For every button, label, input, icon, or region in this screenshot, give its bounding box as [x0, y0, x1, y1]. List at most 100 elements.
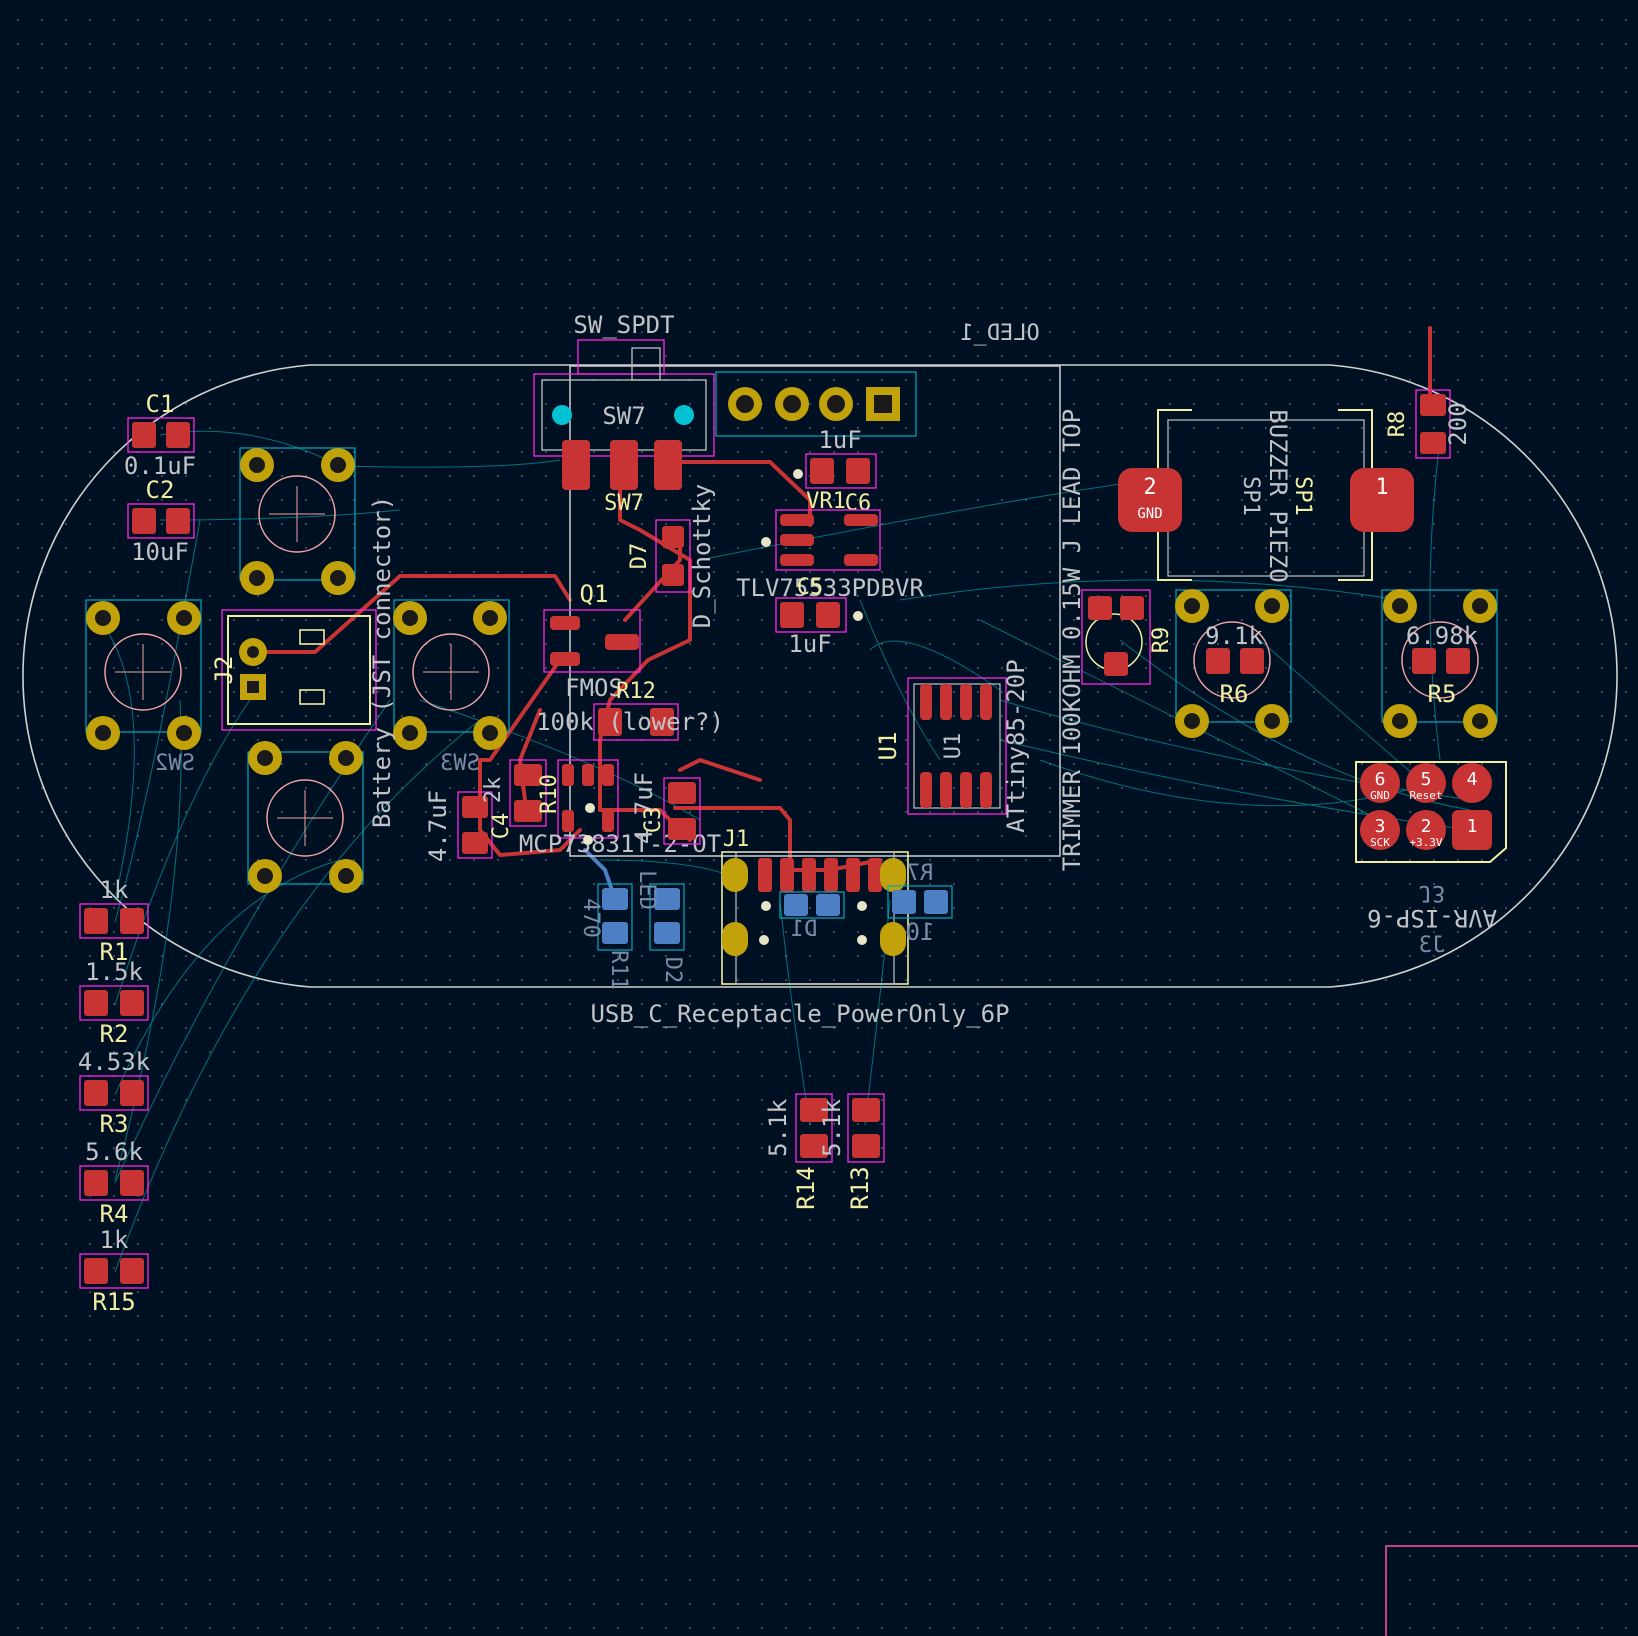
r3-value: 4.53k	[78, 1048, 151, 1076]
j2-footprint[interactable]	[221, 609, 377, 731]
r3-footprint[interactable]	[79, 1075, 149, 1111]
r4-value: 5.6k	[85, 1138, 143, 1166]
r4-footprint[interactable]	[79, 1165, 149, 1201]
j3-pin3-net: SCK	[1370, 836, 1390, 849]
j1-footprint[interactable]	[721, 851, 909, 985]
sp1-silk-ref: SP1	[1290, 476, 1315, 516]
j1-value: USB_C_Receptacle_PowerOnly_6P	[590, 1000, 1009, 1028]
d7-ref: D7	[627, 543, 652, 570]
j1-ref: J1	[723, 827, 750, 852]
c2-ref: C2	[146, 476, 175, 504]
j3-pin4: 4	[1467, 769, 1478, 790]
board-edge-outline	[22, 364, 1618, 988]
sp1-fab-ref: SP1	[1238, 476, 1263, 516]
r5-value: 6.98k	[1406, 622, 1479, 650]
r11-footprint[interactable]	[597, 883, 633, 951]
c5-footprint[interactable]	[775, 597, 847, 633]
r2-value: 1.5k	[85, 958, 143, 986]
r9-value: TRIMMER 100KOHM 0.15W J LEAD TOP	[1058, 409, 1086, 871]
u2-footprint[interactable]	[557, 759, 619, 839]
sp1-pad-2-net: GND	[1137, 506, 1162, 522]
r10-footprint[interactable]	[509, 759, 547, 827]
r14-footprint[interactable]	[795, 1093, 833, 1163]
c1-ref: C1	[146, 390, 175, 418]
page-frame-corner	[1385, 1545, 1638, 1636]
c6-value: 1uF	[818, 426, 861, 454]
r9-ref: R9	[1149, 627, 1174, 654]
sw7-fab-ref: SW7	[602, 402, 645, 430]
c5-value: 1uF	[788, 630, 831, 658]
c3-footprint[interactable]	[663, 777, 701, 845]
sp1-pad-1[interactable]: 1	[1350, 468, 1414, 532]
r11-back-value: 470	[578, 898, 603, 938]
sw3-back-ref: SW3	[440, 751, 480, 776]
r14-ref: R14	[792, 1166, 820, 1209]
c4-value: 4.7uF	[424, 790, 452, 862]
d2-back-value: LED	[634, 870, 659, 910]
j2-value: Battery (JST connector)	[368, 496, 396, 828]
c4-footprint[interactable]	[457, 791, 493, 859]
u1-footprint[interactable]	[907, 677, 1007, 815]
r6-value: 9.1k	[1205, 622, 1263, 650]
c2-value: 10uF	[131, 538, 189, 566]
r15-footprint[interactable]	[79, 1253, 149, 1289]
d1-back-ref: D1	[791, 917, 818, 942]
vr1-ref: VR1	[806, 489, 846, 514]
sw2-footprint[interactable]	[85, 599, 202, 750]
r7-footprint[interactable]	[887, 885, 953, 919]
vias	[583, 469, 867, 945]
c1-footprint[interactable]	[127, 417, 195, 453]
vr1-value: TLV75533PDBVR	[736, 574, 924, 602]
q1-footprint[interactable]	[543, 609, 641, 673]
j3-footprint[interactable]: 6 GND 5 Reset 4 3 SCK 2 +3.3V 1	[1355, 761, 1507, 863]
j3-pin3: 3	[1375, 816, 1386, 837]
sw4-footprint[interactable]	[247, 741, 364, 893]
u1-silk-ref: U1	[874, 732, 902, 761]
r12-footprint[interactable]	[593, 703, 679, 741]
d1-footprint[interactable]	[779, 891, 845, 919]
sp1-value: BUZZER PIEZO	[1264, 409, 1292, 582]
sw6-footprint[interactable]	[1175, 589, 1292, 738]
r7-back-ref: R7	[907, 861, 934, 886]
j2-ref: J2	[210, 656, 238, 685]
c6-footprint[interactable]	[805, 453, 877, 489]
j3-pin2-net: +3.3V	[1409, 836, 1442, 849]
r5-ref: R5	[1428, 680, 1457, 708]
j3-pin6-net: GND	[1370, 789, 1390, 802]
oled-ref-label: OLED_1	[960, 321, 1039, 346]
oled-header-pins[interactable]	[728, 387, 900, 421]
sp1-pad-2[interactable]: 2 GND	[1118, 468, 1182, 532]
d2-footprint[interactable]	[649, 883, 685, 951]
j3-pin5-net: Reset	[1409, 789, 1442, 802]
sw7-value-label: SW_SPDT	[573, 311, 674, 339]
r1-footprint[interactable]	[79, 903, 149, 939]
r8-value: 200	[1444, 402, 1472, 445]
j3-back-ref-2: J3	[1419, 933, 1446, 958]
vr1-footprint[interactable]	[775, 509, 881, 571]
r1-ref: R1	[100, 938, 129, 966]
j3-pin6: 6	[1375, 769, 1386, 790]
sw5-footprint[interactable]	[1381, 589, 1498, 738]
sw3-footprint[interactable]	[393, 599, 510, 750]
sw2-back-ref: SW2	[155, 751, 195, 776]
r8-footprint[interactable]	[1415, 389, 1451, 459]
j3-pin5: 5	[1421, 769, 1432, 790]
r2-ref: R2	[100, 1020, 129, 1048]
u1-value: ATtiny85-20P	[1002, 659, 1030, 832]
j3-pin1: 1	[1467, 816, 1478, 837]
r13-footprint[interactable]	[847, 1093, 885, 1163]
sw7-pads[interactable]	[562, 440, 682, 490]
r9-footprint[interactable]	[1081, 589, 1151, 685]
sw7-silk-ref: SW7	[604, 491, 644, 516]
r2-footprint[interactable]	[79, 985, 149, 1021]
r15-value: 1k	[100, 1226, 129, 1254]
r6-ref: R6	[1220, 680, 1249, 708]
c2-footprint[interactable]	[127, 503, 195, 539]
u1-fab-ref: U1	[941, 733, 966, 760]
sw7-mount-hole-right	[674, 405, 694, 425]
d7-footprint[interactable]	[655, 519, 691, 593]
sw1-footprint[interactable]	[239, 447, 356, 595]
r14-value: 5.1k	[764, 1099, 792, 1157]
